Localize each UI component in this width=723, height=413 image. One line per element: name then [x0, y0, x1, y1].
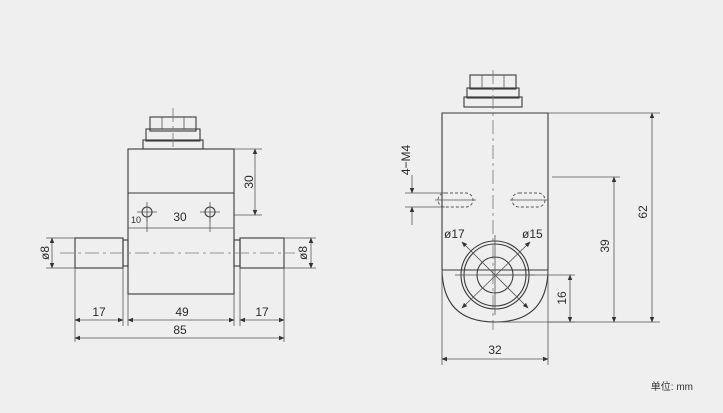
- dim-outer-dia: ø17: [444, 227, 465, 241]
- unit-label: 单位: mm: [650, 382, 693, 393]
- dim-radius: 16: [555, 291, 569, 305]
- dim-center-height: 39: [598, 239, 612, 253]
- dim-inner-dia: ø15: [522, 227, 543, 241]
- dim-total-len: 85: [173, 323, 187, 337]
- side-view: 4−M4 ø17 ø15 16 39 62 32: [399, 70, 660, 365]
- dim-total-height: 62: [636, 205, 650, 219]
- dim-height-30: 30: [242, 175, 256, 189]
- front-body: [127, 148, 235, 295]
- front-view: 30 10 30 ø8 ø8 17 49 17 85: [38, 108, 316, 342]
- front-connector: [142, 108, 204, 150]
- thread-slot: [510, 192, 548, 208]
- dim-left-shaft-len: 17: [92, 305, 106, 319]
- dim-width: 32: [488, 343, 502, 357]
- dim-thread: 4−M4: [399, 145, 413, 176]
- dim-left-shaft-dia: ø8: [38, 246, 52, 260]
- thread-slot: [435, 192, 476, 208]
- dim-spacing-30: 30: [173, 210, 187, 224]
- dim-body-len: 49: [175, 305, 189, 319]
- dim-offset-10: 10: [131, 215, 141, 225]
- dim-right-shaft-len: 17: [255, 305, 269, 319]
- dim-right-shaft-dia: ø8: [296, 246, 310, 260]
